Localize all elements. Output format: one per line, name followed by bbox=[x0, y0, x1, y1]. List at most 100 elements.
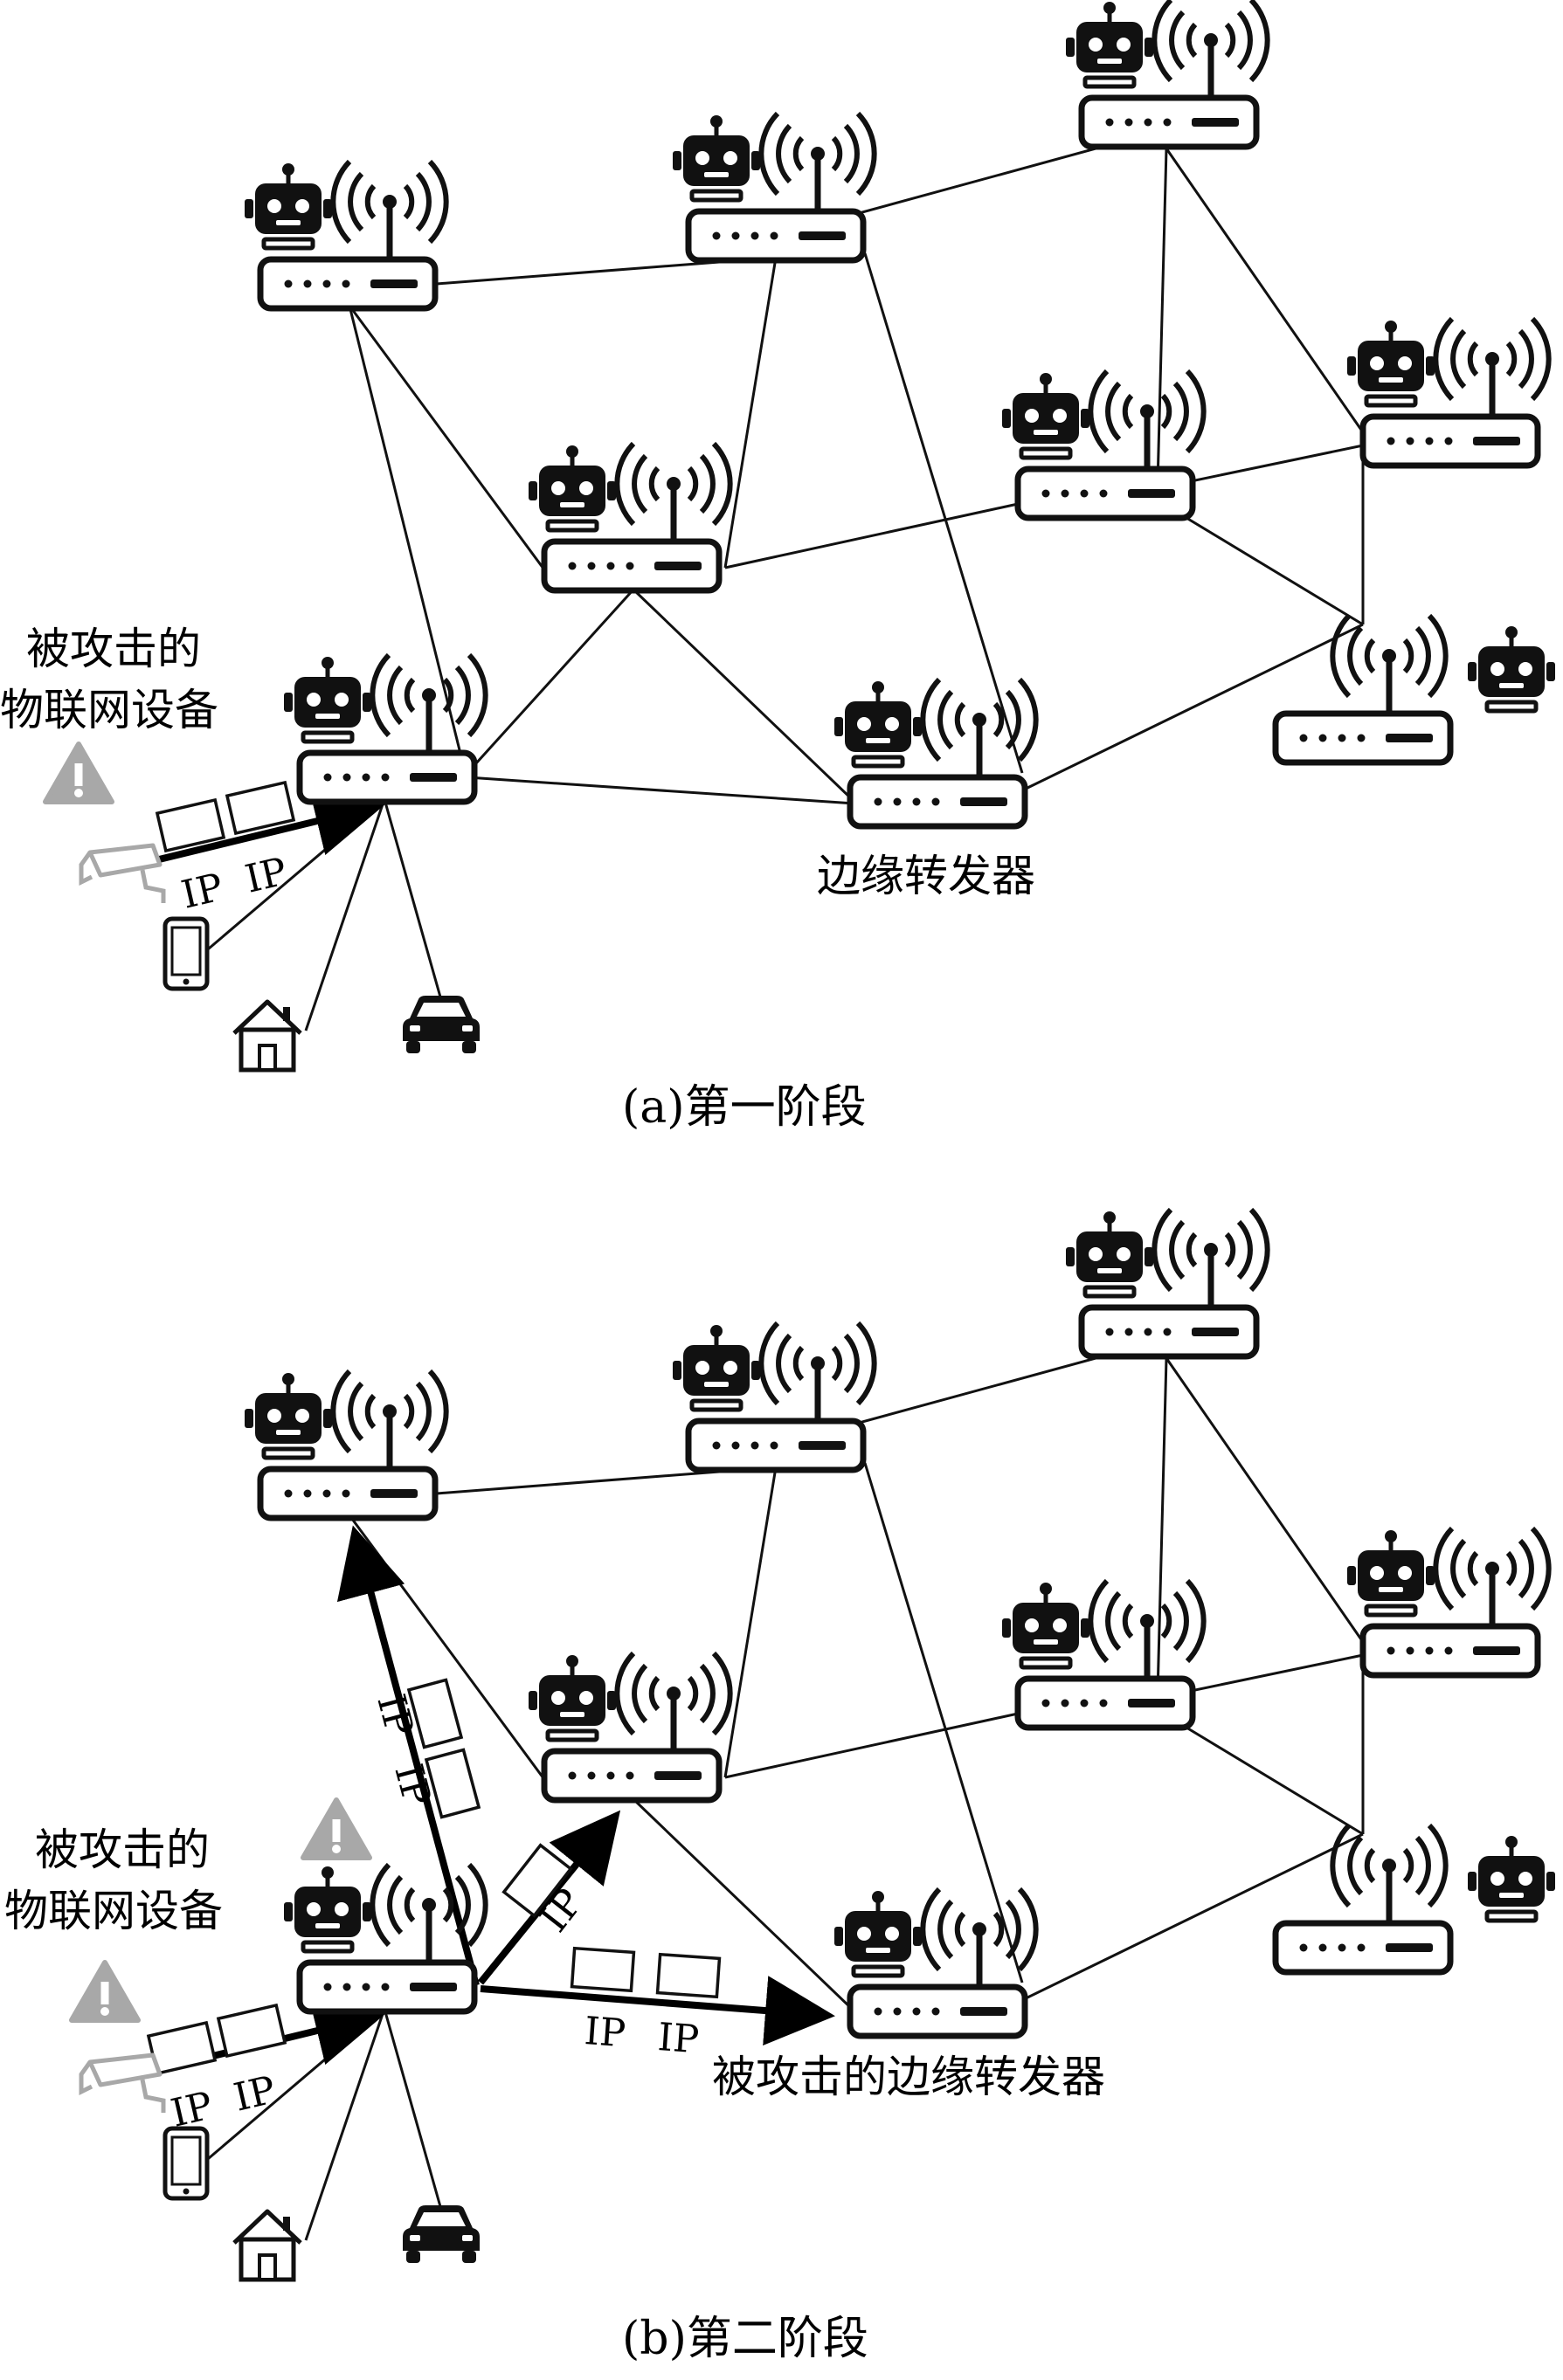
router-icon bbox=[1276, 714, 1450, 762]
bot-icon bbox=[529, 445, 616, 530]
router-node-attacked-edge bbox=[834, 1889, 1036, 2036]
packet-ip-label: IP bbox=[230, 2067, 280, 2120]
router-node bbox=[1347, 1528, 1549, 1675]
router-node bbox=[673, 114, 875, 260]
car-icon bbox=[403, 2205, 480, 2263]
attacked-iot-label-line1: 被攻击的 bbox=[35, 1825, 210, 1875]
bot-icon bbox=[1002, 373, 1089, 458]
bot-icon bbox=[673, 1325, 760, 1410]
router-icon bbox=[850, 777, 1025, 826]
bot-icon bbox=[529, 1655, 616, 1740]
router-node bbox=[1066, 0, 1268, 147]
attacked-iot-label-line2: 物联网设备 bbox=[4, 1886, 223, 1936]
warning-icon bbox=[72, 1963, 138, 2020]
wifi-signal-icon bbox=[333, 1371, 446, 1469]
house-icon bbox=[234, 1002, 301, 1070]
router-node bbox=[245, 1371, 446, 1518]
router-node-edge bbox=[834, 680, 1036, 826]
router-node bbox=[1066, 1210, 1268, 1356]
wifi-signal-icon bbox=[372, 655, 485, 753]
router-node bbox=[1347, 319, 1549, 466]
camera-icon bbox=[81, 2055, 163, 2113]
router-icon bbox=[1082, 1307, 1256, 1356]
edge-router-label: 边缘转发器 bbox=[817, 851, 1035, 901]
phone-icon bbox=[165, 919, 207, 989]
panel-caption-b: (b)第二阶段 bbox=[622, 2313, 868, 2365]
camera-icon bbox=[81, 845, 163, 903]
router-icon bbox=[1363, 417, 1538, 466]
packet-ip-label: IP bbox=[368, 1690, 421, 1742]
packet-icon bbox=[655, 1952, 722, 1999]
warning-icon bbox=[45, 744, 112, 802]
bot-icon bbox=[284, 1866, 371, 1951]
packet-icon bbox=[217, 2004, 287, 2058]
packet-ip-label: IP bbox=[583, 2009, 626, 2056]
packet-ip-label: IP bbox=[656, 2015, 700, 2062]
wifi-signal-icon bbox=[617, 444, 730, 542]
panel-caption-a: (a)第一阶段 bbox=[622, 1081, 867, 1134]
bot-icon bbox=[673, 115, 760, 200]
router-node bbox=[529, 1653, 730, 1800]
router-icon bbox=[260, 1469, 435, 1518]
bot-icon bbox=[1347, 1530, 1435, 1615]
panel-b: IP IP IP IP IP IP IP 被攻击的 物联网设备 被攻击的边缘转发… bbox=[4, 1210, 1555, 2365]
bot-icon bbox=[284, 657, 371, 742]
router-icon bbox=[850, 1987, 1025, 2036]
router-node bbox=[1002, 371, 1204, 518]
router-node-attacked-iot bbox=[284, 1865, 486, 2011]
router-icon bbox=[1082, 98, 1256, 147]
attacked-iot-label-line1: 被攻击的 bbox=[26, 624, 201, 674]
attacked-iot-label-line2: 物联网设备 bbox=[0, 685, 218, 735]
router-icon bbox=[688, 1421, 863, 1470]
router-icon bbox=[1363, 1626, 1538, 1675]
router-icon bbox=[260, 259, 435, 308]
bot-icon bbox=[1066, 1211, 1153, 1296]
bot-icon bbox=[245, 163, 332, 248]
router-icon bbox=[544, 542, 719, 590]
panel-a: IP IP 被攻击的 物联网设备 边缘转发器 (a)第一阶段 bbox=[0, 0, 1555, 1134]
bot-icon bbox=[1468, 626, 1555, 711]
bot-icon bbox=[1468, 1836, 1555, 1921]
packet-ip-label: IP bbox=[177, 865, 227, 917]
bot-icon bbox=[834, 1891, 922, 1976]
wifi-signal-icon bbox=[761, 1323, 874, 1421]
router-icon bbox=[1276, 1923, 1450, 1972]
wifi-signal-icon bbox=[1090, 371, 1203, 469]
wifi-signal-icon bbox=[333, 162, 446, 259]
bot-icon bbox=[1347, 321, 1435, 405]
router-icon bbox=[544, 1751, 719, 1800]
wifi-signal-icon bbox=[1435, 319, 1548, 417]
router-node bbox=[1002, 1581, 1204, 1728]
wifi-signal-icon bbox=[1154, 0, 1267, 98]
bot-icon bbox=[1066, 2, 1153, 86]
router-icon bbox=[1018, 469, 1193, 518]
bot-icon bbox=[834, 681, 922, 766]
packet-icon bbox=[570, 1946, 636, 1993]
attacked-edge-router-label: 被攻击的边缘转发器 bbox=[712, 2052, 1105, 2102]
warning-icon bbox=[303, 1800, 370, 1858]
router-node bbox=[1276, 616, 1555, 762]
router-icon bbox=[300, 753, 474, 802]
packet-ip-label: IP bbox=[241, 849, 291, 901]
device-links bbox=[155, 787, 443, 1031]
wifi-signal-icon bbox=[1154, 1210, 1267, 1307]
packet-ip-label: IP bbox=[385, 1760, 439, 1811]
phone-icon bbox=[165, 2128, 207, 2198]
car-icon bbox=[403, 996, 480, 1053]
router-icon bbox=[688, 211, 863, 260]
wifi-signal-icon bbox=[1090, 1581, 1203, 1679]
house-icon bbox=[234, 2211, 301, 2280]
router-icon bbox=[1018, 1679, 1193, 1728]
router-icon bbox=[300, 1963, 474, 2011]
bot-icon bbox=[245, 1373, 332, 1458]
wifi-signal-icon bbox=[761, 114, 874, 211]
wifi-signal-icon bbox=[617, 1653, 730, 1751]
router-node bbox=[245, 162, 446, 308]
wifi-signal-icon bbox=[1435, 1528, 1548, 1626]
router-node bbox=[1276, 1825, 1555, 1972]
router-node bbox=[529, 444, 730, 590]
bot-icon bbox=[1002, 1583, 1089, 1667]
router-node bbox=[673, 1323, 875, 1470]
